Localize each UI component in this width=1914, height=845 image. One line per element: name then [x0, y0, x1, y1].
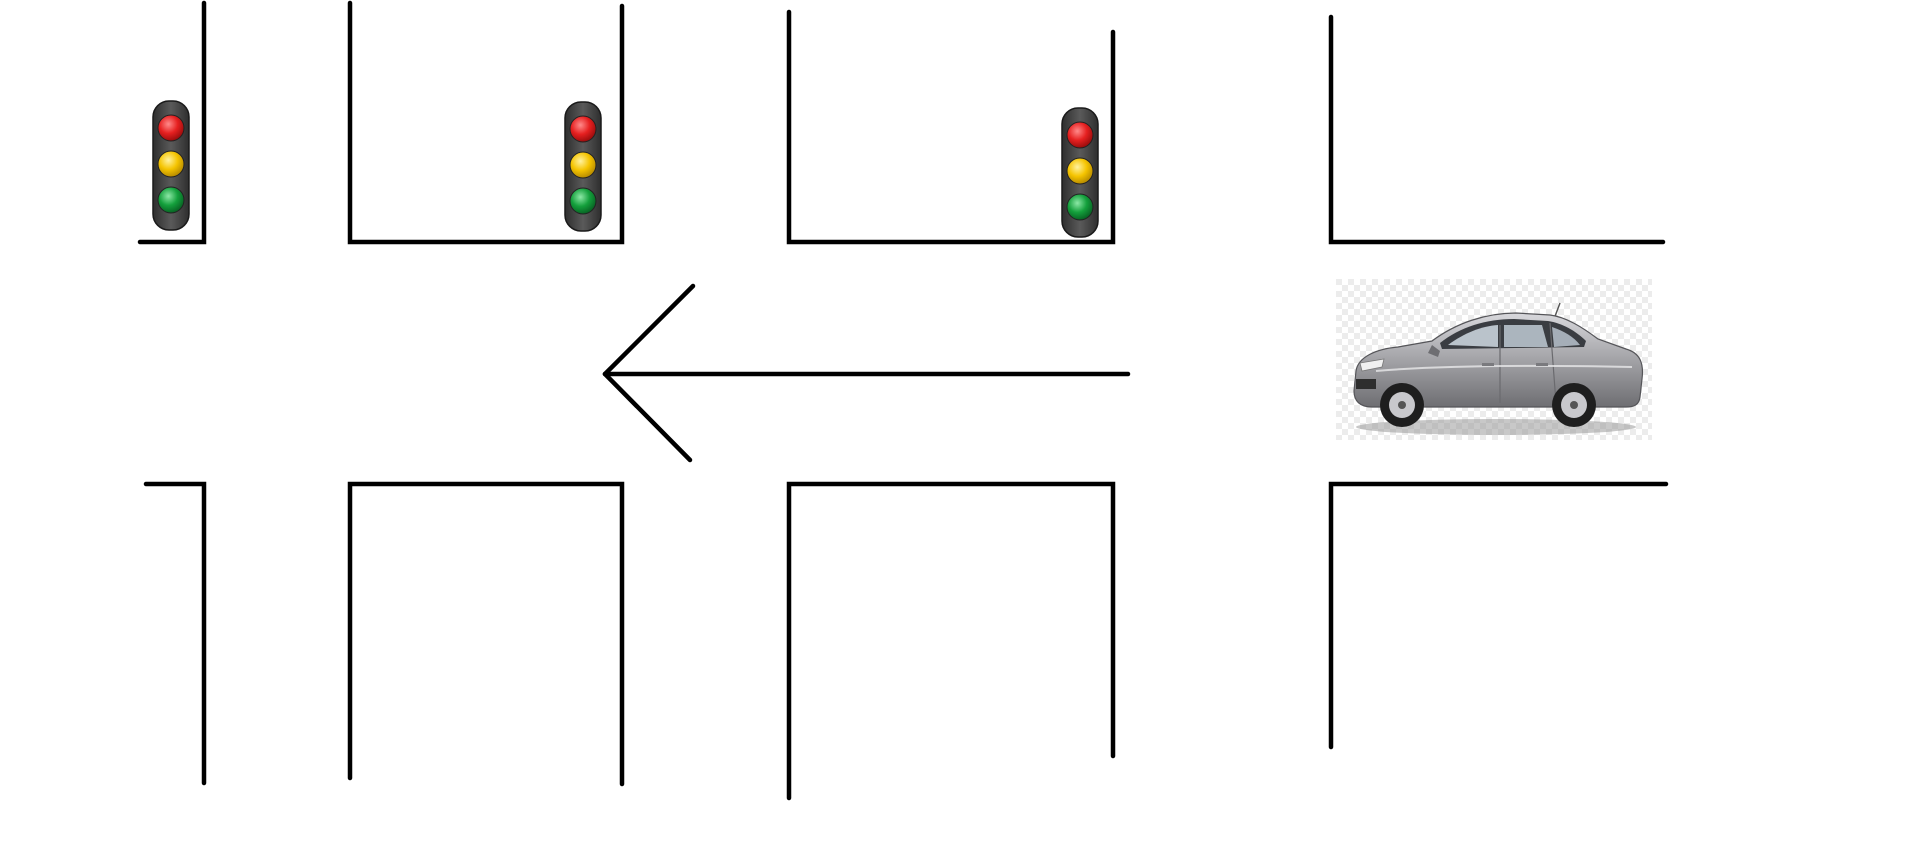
yellow-lamp	[569, 151, 597, 179]
top-block-2	[347, 0, 625, 245]
red-lamp	[1066, 121, 1094, 149]
traffic-light-icon	[564, 101, 602, 232]
traffic-light-icon	[1061, 107, 1099, 238]
yellow-lamp	[157, 150, 185, 178]
green-lamp	[569, 187, 597, 215]
bottom-block-3	[786, 481, 1116, 801]
arrow-left-icon	[602, 283, 1131, 463]
yellow-lamp	[1066, 157, 1094, 185]
top-block-4	[1328, 14, 1666, 245]
red-lamp	[569, 115, 597, 143]
traffic-light-icon	[152, 100, 190, 231]
top-block-3	[786, 9, 1116, 245]
green-lamp	[157, 186, 185, 214]
red-lamp	[157, 114, 185, 142]
top-block-1	[137, 0, 207, 245]
traffic-lights	[152, 100, 1099, 238]
bottom-block-1	[143, 481, 207, 786]
bottom-block-2	[347, 481, 625, 787]
bottom-block-4	[1328, 481, 1669, 750]
green-lamp	[1066, 193, 1094, 221]
car-icon	[1336, 279, 1652, 440]
